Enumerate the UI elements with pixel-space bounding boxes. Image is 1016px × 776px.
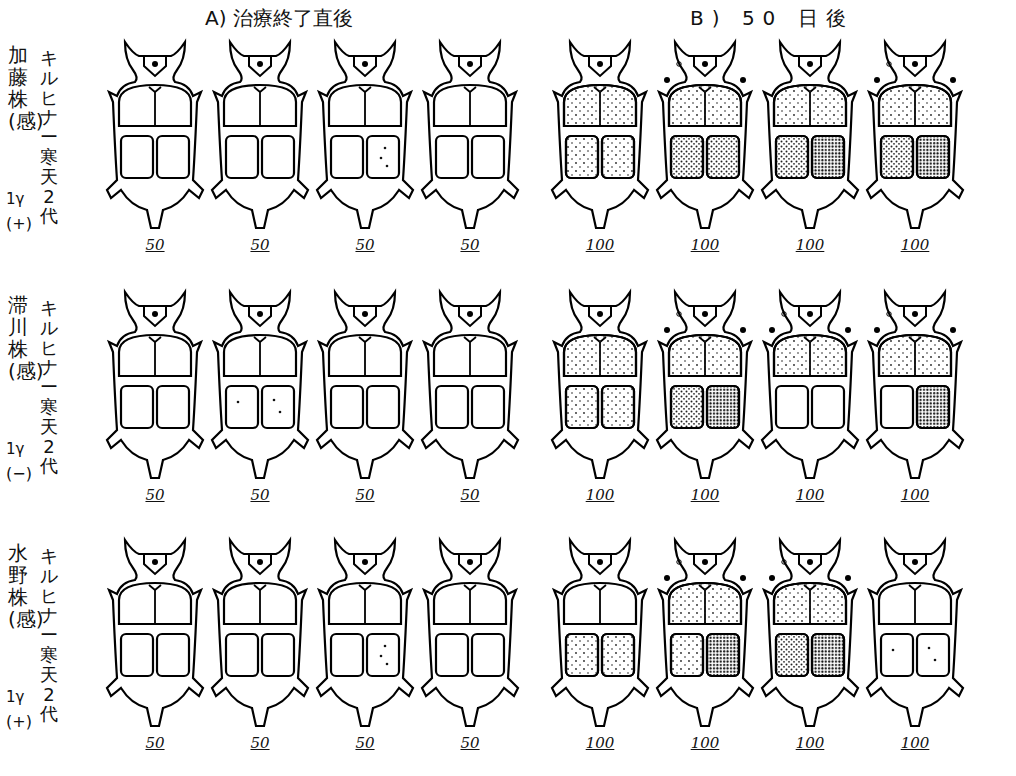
count-number: 50 <box>145 486 164 504</box>
count-number: 100 <box>901 734 930 752</box>
mouse-figure <box>107 42 203 228</box>
count-number: 100 <box>901 236 930 254</box>
mouse-figure <box>107 292 203 478</box>
mouse-figure <box>317 292 413 478</box>
strain-label: 水野株(感) <box>8 542 28 630</box>
count-number: 50 <box>460 734 479 752</box>
panel-heading: B) 50 日後 <box>690 6 854 30</box>
mouse-figure <box>657 292 753 478</box>
medium-label: キルヒナー寒天2代 <box>40 298 58 476</box>
result-sign: (+) <box>6 712 32 731</box>
count-number: 50 <box>460 486 479 504</box>
count-number: 100 <box>796 486 825 504</box>
mouse-figure <box>657 540 753 726</box>
count-number: 100 <box>586 734 615 752</box>
mouse-figure <box>317 540 413 726</box>
mouse-figure <box>212 540 308 726</box>
mouse-figure <box>552 292 648 478</box>
mouse-figure <box>762 42 858 228</box>
mouse-figure <box>422 42 518 228</box>
count-number: 50 <box>250 236 269 254</box>
mouse-figure <box>212 42 308 228</box>
strain-label: 滞川株(感) <box>8 294 28 382</box>
count-number: 50 <box>250 486 269 504</box>
mouse-figure <box>762 292 858 478</box>
mouse-figure <box>867 540 963 726</box>
mouse-figure <box>552 540 648 726</box>
count-number: 50 <box>145 734 164 752</box>
count-number: 100 <box>796 236 825 254</box>
count-number: 100 <box>796 734 825 752</box>
count-number: 100 <box>586 486 615 504</box>
strain-label: 加藤株(感) <box>8 44 28 132</box>
count-number: 50 <box>355 236 374 254</box>
mouse-figure <box>867 292 963 478</box>
result-sign: (+) <box>6 214 32 233</box>
mouse-figure <box>212 292 308 478</box>
medium-label: キルヒナー寒天2代 <box>40 546 58 724</box>
dose-label: 1γ <box>6 440 24 458</box>
count-number: 100 <box>586 236 615 254</box>
count-number: 100 <box>901 486 930 504</box>
count-number: 100 <box>691 486 720 504</box>
dose-label: 1γ <box>6 688 24 706</box>
mouse-figure <box>107 540 203 726</box>
mouse-figure <box>552 42 648 228</box>
mouse-figure <box>422 292 518 478</box>
count-number: 100 <box>691 236 720 254</box>
result-sign: (−) <box>6 464 32 483</box>
mouse-figure <box>422 540 518 726</box>
count-number: 100 <box>691 734 720 752</box>
count-number: 50 <box>355 734 374 752</box>
count-number: 50 <box>250 734 269 752</box>
count-number: 50 <box>460 236 479 254</box>
mouse-figure <box>657 42 753 228</box>
panel-heading: A) 治療終了直後 <box>205 6 353 30</box>
mouse-figure <box>762 540 858 726</box>
dose-label: 1γ <box>6 190 24 208</box>
count-number: 50 <box>355 486 374 504</box>
medium-label: キルヒナー寒天2代 <box>40 48 58 226</box>
count-number: 50 <box>145 236 164 254</box>
mouse-figure <box>867 42 963 228</box>
mouse-figure <box>317 42 413 228</box>
